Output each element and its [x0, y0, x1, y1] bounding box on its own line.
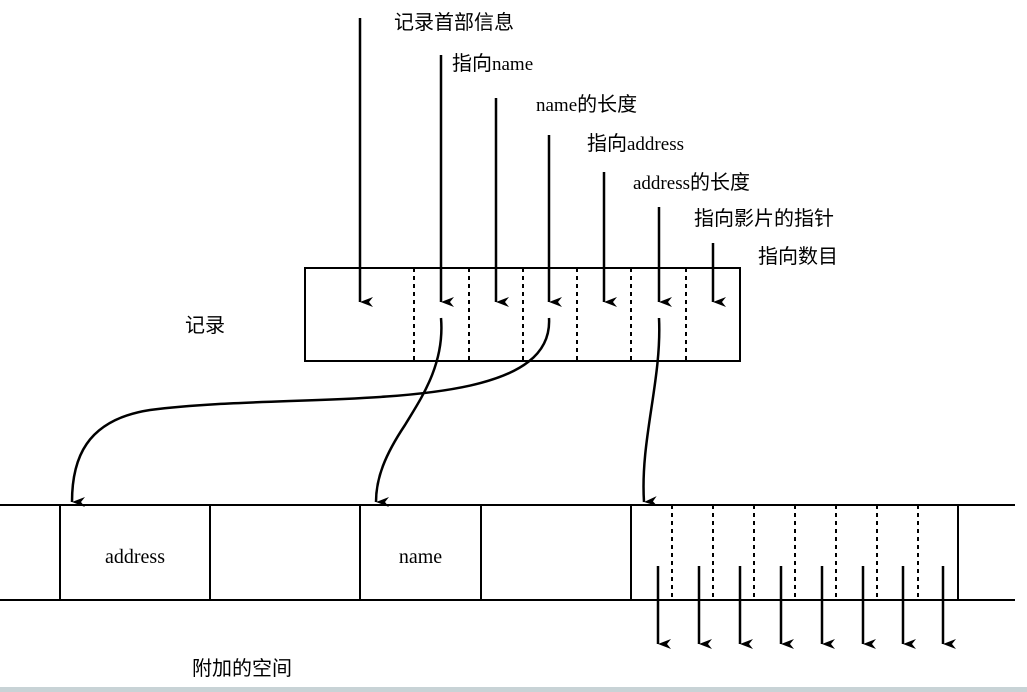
- label-ptr-address-word: address: [627, 134, 684, 155]
- label-record: 记录: [185, 313, 225, 337]
- movie-block-dividers: [671, 505, 919, 600]
- bottom-border: [0, 687, 1027, 692]
- space-pointer-curves: [70, 317, 661, 508]
- label-name-length: name的长度: [536, 94, 637, 115]
- label-address-length-suffix: 的长度: [689, 170, 750, 194]
- label-header-info: 记录首部信息: [394, 10, 514, 34]
- curve-to-address: [70, 317, 551, 508]
- label-ptr-count: 指向数目: [758, 244, 838, 268]
- label-ptr-name-word: name: [492, 54, 534, 75]
- record-box: [304, 267, 741, 362]
- label-name-length-word: name: [536, 95, 578, 116]
- label-name-length-suffix: 的长度: [577, 92, 638, 116]
- extra-space-strip: [0, 504, 1015, 601]
- cell-name-label: name: [398, 546, 443, 568]
- label-ptr-movie: 指向影片的指针: [694, 206, 834, 230]
- cell-address-label: address: [105, 546, 165, 568]
- label-extra-space: 附加的空间: [192, 656, 292, 680]
- movie-pointer-arrows: [656, 566, 956, 649]
- field-pointer-arrows: [358, 18, 726, 307]
- label-address-length: address的长度: [633, 172, 750, 193]
- curve-to-name: [374, 317, 443, 508]
- label-ptr-name-prefix: 指向: [452, 51, 492, 75]
- curve-to-movie-block: [642, 317, 661, 507]
- label-ptr-address: 指向address: [587, 133, 684, 154]
- label-address-length-word: address: [633, 173, 690, 194]
- label-ptr-name: 指向name: [452, 53, 533, 74]
- label-ptr-address-prefix: 指向: [587, 131, 627, 155]
